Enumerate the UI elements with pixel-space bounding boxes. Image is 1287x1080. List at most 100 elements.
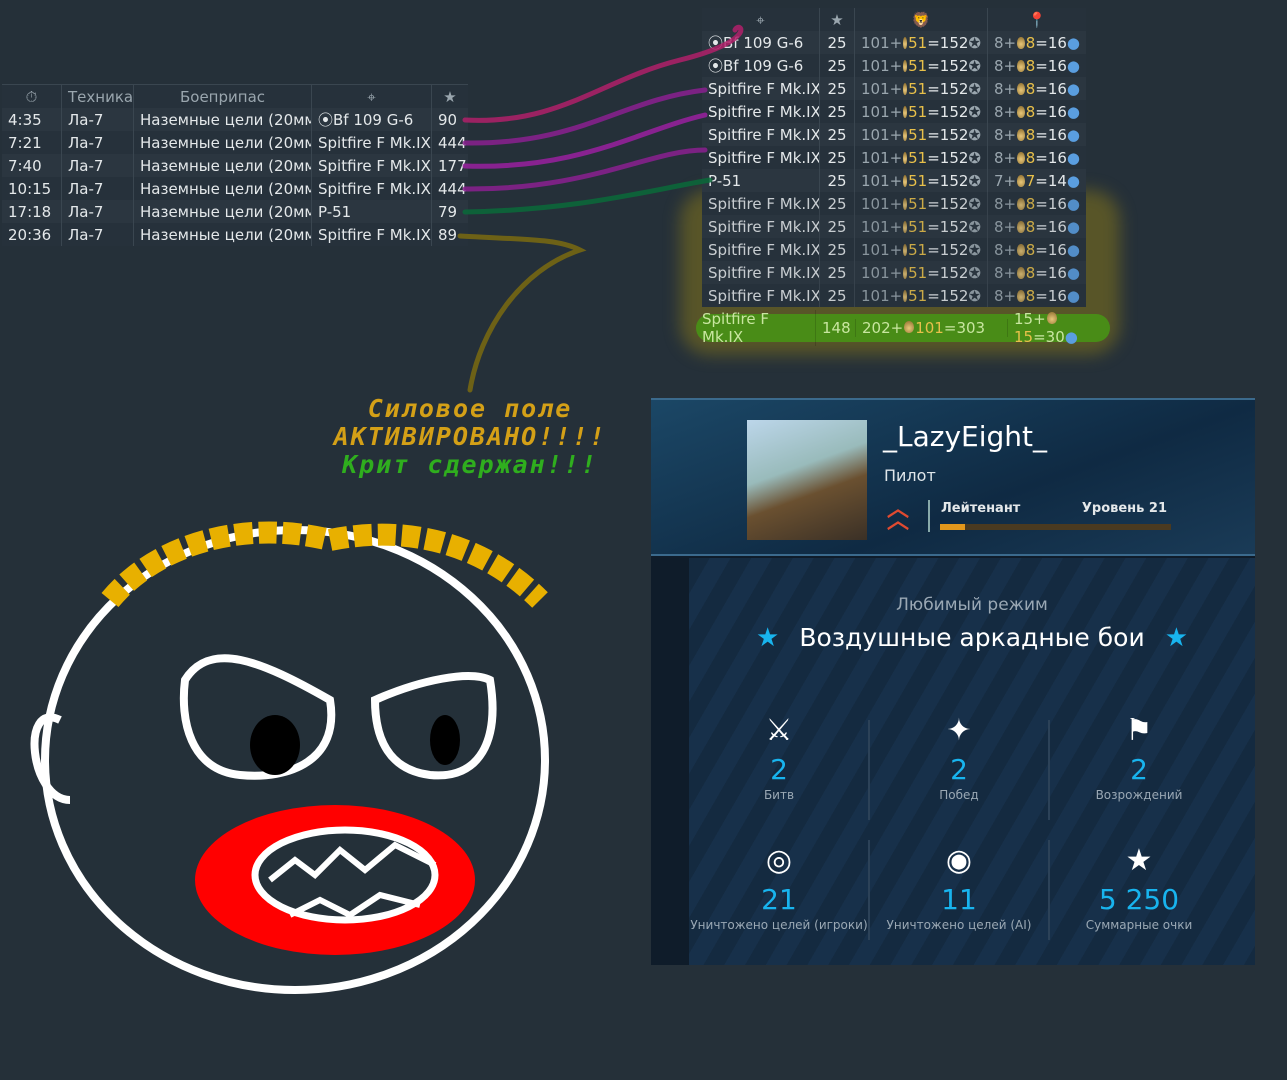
rp-base: 101 <box>861 194 890 213</box>
caption-line-3: Крит сдержан!!! <box>342 450 598 479</box>
score-cell: 25 <box>820 192 855 215</box>
favorite-mode: ★Воздушные аркадные бои★ <box>689 623 1255 653</box>
summary-sl: 15+15=30● <box>1014 310 1078 346</box>
plus: + <box>889 263 903 282</box>
header-cell: ⏱ <box>2 85 62 108</box>
cell: 7:40 <box>2 154 62 177</box>
plus: + <box>889 240 903 259</box>
caption-line-1: Силовое поле <box>367 394 573 423</box>
sl-base: 8 <box>994 125 1004 144</box>
rp-total: 152 <box>939 217 969 236</box>
research-lion-icon: ✪ <box>968 148 981 167</box>
bonus-coin-icon <box>903 151 908 164</box>
stat-label: Битв <box>763 788 795 802</box>
targets-players-icon: ◎ <box>765 843 793 878</box>
divider <box>928 500 930 532</box>
cell: Ла-7 <box>62 131 134 154</box>
cell: Наземные цели (20мм) <box>134 177 312 200</box>
sl-bonus: 8 <box>1025 102 1036 121</box>
target-cell: Spitfire F Mk.IX <box>702 77 820 100</box>
eq: = <box>1035 125 1048 144</box>
sl-base: 8 <box>994 148 1004 167</box>
sl-total: 16 <box>1047 102 1067 121</box>
target-cell: ⦿Bf 109 G-6 <box>702 31 820 54</box>
rp-cell: 101+51=152✪ <box>855 238 988 261</box>
bonus-coin-icon <box>1017 266 1025 279</box>
rp-total: 152 <box>939 263 969 282</box>
rp-cell: 101+51=152✪ <box>855 261 988 284</box>
eq: = <box>1035 240 1048 259</box>
rp-total: 152 <box>939 240 969 259</box>
score-cell: 25 <box>820 169 855 192</box>
target-cell: Spitfire F Mk.IX <box>702 100 820 123</box>
eq: = <box>927 148 940 167</box>
plus: + <box>889 217 903 236</box>
table-header: ⌖★🦁📍 <box>702 8 1086 31</box>
plus: + <box>1003 263 1017 282</box>
eq: = <box>927 217 940 236</box>
sl-total: 16 <box>1047 33 1067 52</box>
research-lion-icon: ✪ <box>968 102 981 121</box>
cell: Наземные цели (20мм) <box>134 200 312 223</box>
level-progress-fill <box>940 524 966 530</box>
favorite-mode-label: Любимый режим <box>896 595 1048 615</box>
silver-pin-icon: ● <box>1066 240 1080 259</box>
eq: = <box>1035 171 1048 190</box>
bonus-coin-icon <box>1017 36 1025 49</box>
bonus-coin-icon <box>903 266 908 279</box>
stat-label: Уничтожено целей (игроки) <box>690 918 868 932</box>
bonus-coin-icon <box>1017 151 1025 164</box>
eq: = <box>1035 263 1048 282</box>
bonus-coin-icon <box>1017 243 1025 256</box>
avatar[interactable] <box>747 420 867 540</box>
plus: + <box>1003 33 1017 52</box>
plus: + <box>1003 102 1017 121</box>
cell: Ла-7 <box>62 177 134 200</box>
rp-bonus: 51 <box>908 263 928 282</box>
eq: = <box>927 263 940 282</box>
sl-cell: 8+8=16● <box>988 238 1086 261</box>
rp-base: 101 <box>861 56 890 75</box>
research-lion-icon: ✪ <box>968 217 981 236</box>
rp-total: 152 <box>939 171 969 190</box>
sl-bonus: 8 <box>1025 79 1036 98</box>
stars-icon: ★ <box>1125 843 1153 878</box>
plus: + <box>889 286 903 305</box>
sl-base: 8 <box>994 194 1004 213</box>
score-cell: 25 <box>820 146 855 169</box>
favorite-mode-name: Воздушные аркадные бои <box>799 623 1145 652</box>
cell: Ла-7 <box>62 223 134 246</box>
rp-cell: 101+51=152✪ <box>855 54 988 77</box>
rp-base: 101 <box>861 240 890 259</box>
player-title: Пилот <box>884 466 936 485</box>
sl-total: 16 <box>1047 263 1067 282</box>
rp-cell: 101+51=152✪ <box>855 123 988 146</box>
player-profile-card: _LazyEight_ Пилот ︿︿ Лейтенант Уровень 2… <box>651 398 1255 965</box>
rp-cell: 101+51=152✪ <box>855 215 988 238</box>
eq: = <box>927 171 940 190</box>
header-cell: Техника <box>62 85 134 108</box>
cell: 444 <box>438 133 467 152</box>
eq: = <box>927 125 940 144</box>
